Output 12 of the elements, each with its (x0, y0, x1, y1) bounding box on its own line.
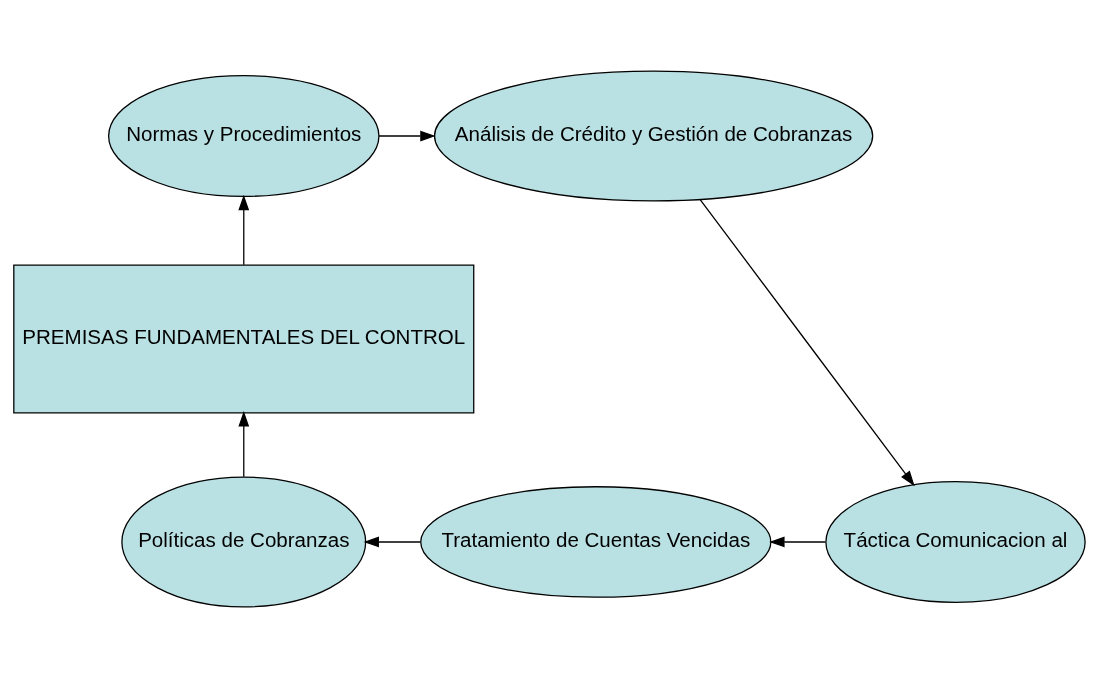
node-ellipse: Normas y Procedimientos (108, 74, 380, 197)
node-ellipse: Políticas de Cobranzas (121, 475, 367, 607)
arrow (699, 198, 915, 486)
node-box: PREMISAS FUNDAMENTALES DEL CONTROL (13, 264, 475, 413)
arrow (769, 536, 827, 547)
node-ellipse: Tratamiento de Cuentas Vencidas (420, 485, 772, 598)
node-ellipse: Análisis de Crédito y Gestión de Cobranzas (433, 70, 874, 202)
arrow (238, 194, 250, 265)
node-ellipse: Táctica Comunicacion al (825, 480, 1086, 603)
arrow (378, 130, 436, 141)
arrow (363, 536, 421, 547)
arrow (238, 410, 250, 477)
